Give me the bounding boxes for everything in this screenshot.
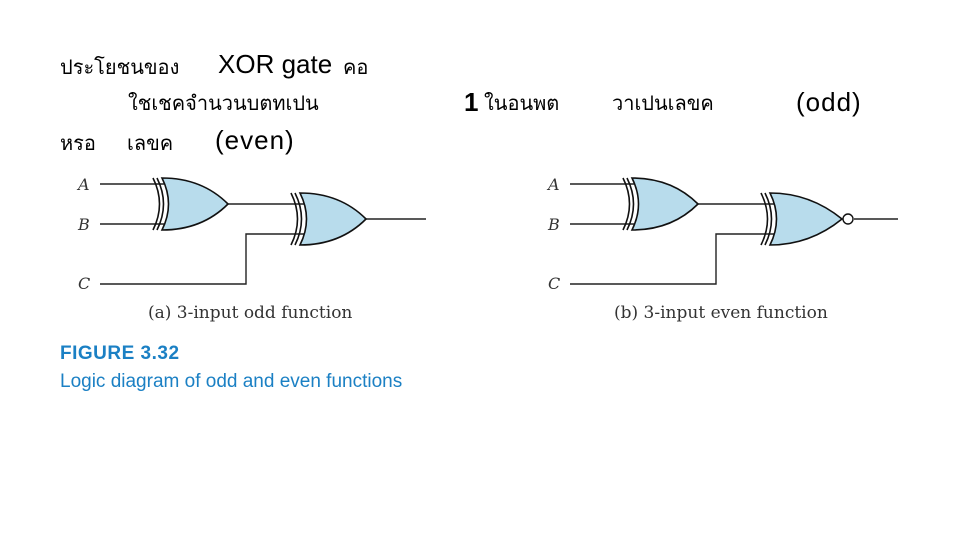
figure-label: FIGURE 3.32 [60, 343, 180, 364]
xor-gate-1 [622, 177, 700, 231]
wire-c [100, 233, 304, 285]
caption-b: (b) 3-input even function [614, 303, 828, 323]
line1-thai-b: คอ [343, 55, 369, 79]
input-a-label: A [76, 175, 90, 194]
line2-number: 1 [464, 87, 479, 117]
line2-odd: (odd) [796, 87, 862, 117]
line3-thai-b: เลขค [127, 131, 174, 155]
input-b-label: B [77, 215, 90, 234]
input-a-label: A [546, 175, 560, 194]
line1-english: XOR gate [218, 49, 333, 79]
figure-title: Logic diagram of odd and even functions [60, 371, 403, 392]
line2-thai-c: วาเปนเลขค [612, 91, 714, 115]
caption-a: (a) 3-input odd function [148, 303, 352, 323]
input-b-label: B [547, 215, 560, 234]
line2-thai-a: ใชเชคจำนวนบตทเปน [128, 91, 319, 115]
even-function-diagram: A B C (b) 3-input even function [546, 175, 898, 323]
odd-function-diagram: A B C (a) 3-input odd function [76, 175, 426, 323]
line3-thai-a: หรอ [60, 131, 96, 155]
input-c-label: C [78, 274, 90, 293]
inverter-bubble [842, 213, 854, 225]
line2-thai-b: ในอนพต [484, 91, 560, 115]
input-c-label: C [548, 274, 560, 293]
line1-thai-a: ประโยชนของ [60, 55, 180, 79]
xnor-gate [760, 192, 854, 246]
xor-gate-2 [290, 192, 368, 246]
line3-even: (even) [215, 125, 295, 155]
xor-gate-1 [152, 177, 230, 231]
wire-c [570, 233, 774, 285]
